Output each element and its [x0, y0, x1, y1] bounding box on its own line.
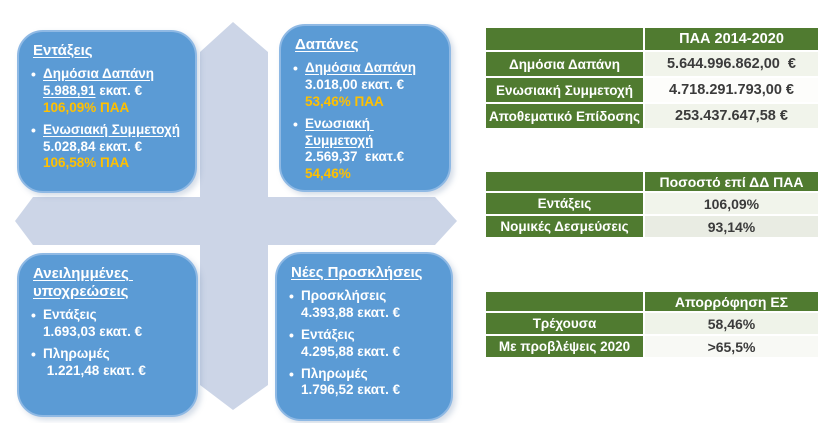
table-header-empty-cell: [486, 172, 645, 191]
row-label-cell: Τρέχουσα: [486, 313, 645, 334]
table-header-empty-cell: [486, 28, 645, 50]
table-row: Εντάξεις 106,09%: [486, 193, 818, 216]
bullet-icon: •: [289, 365, 294, 382]
bullet-icon: •: [31, 121, 36, 138]
box-title: Δαπάνες: [295, 36, 359, 53]
item-label: Ενωσιακή Συμμετοχή: [43, 121, 181, 137]
list-item: • Δημόσια Δαπάνη 5.988,91 εκατ. € 106,09…: [31, 66, 187, 117]
row-value-cell: 58,46%: [645, 313, 818, 334]
list-item: • Πληρωμές 1.796,52 εκατ. €: [289, 366, 443, 400]
box-dapanes: Δαπάνες • Δημόσια Δαπάνη 3.018,00 εκατ. …: [279, 24, 451, 192]
item-value: 1.221,48 εκατ. €: [43, 362, 146, 378]
row-label-cell: Με προβλέψεις 2020: [486, 336, 645, 357]
box-title: Νέες Προσκλήσεις: [291, 264, 423, 281]
row-label-cell: Ενωσιακή Συμμετοχή: [486, 78, 645, 102]
box-title: Ανειλημμένες υποχρεώσεις: [33, 265, 133, 300]
item-label: Ενωσιακή Συμμετοχή: [305, 115, 374, 148]
list-item: • Ενωσιακή Συμμετοχή 2.569,37 εκατ.€ 54,…: [293, 116, 441, 184]
item-value: 1.693,03 εκατ. €: [43, 323, 143, 339]
item-label: Δημόσια Δαπάνη: [305, 60, 417, 75]
box-entaxeis: Εντάξεις • Δημόσια Δαπάνη 5.988,91 εκατ.…: [17, 30, 197, 193]
row-label-cell: Δημόσια Δαπάνη: [486, 52, 645, 76]
row-label-cell: Εντάξεις: [486, 193, 645, 214]
row-label-cell: Νομικές Δεσμεύσεις: [486, 216, 645, 237]
item-value: 5.028,84 εκατ. €: [43, 138, 143, 154]
table-header-cell: Απορρόφηση ΕΣ: [645, 292, 818, 311]
list-item: • Δημόσια Δαπάνη 3.018,00 εκατ. € 53,46%…: [293, 60, 441, 111]
item-value: 1.796,52 εκατ. €: [301, 382, 401, 398]
box-nees-proskliseis: Νέες Προσκλήσεις • Προσκλήσεις 4.393,88 …: [275, 252, 453, 421]
bullet-icon: •: [31, 307, 36, 323]
table-header-cell: ΠΑΑ 2014-2020: [645, 28, 818, 50]
row-value-cell: 93,14%: [645, 216, 818, 237]
table-pososto-epi-dd-paa: Ποσοστό επί ΔΔ ΠΑΑ Εντάξεις 106,09% Νομι…: [486, 172, 818, 237]
row-value-cell: 4.718.291.793,00 €: [645, 78, 818, 102]
table-header-empty-cell: [486, 292, 645, 311]
list-item: • Προσκλήσεις 4.393,88 εκατ. €: [289, 288, 443, 322]
bullet-icon: •: [31, 345, 36, 362]
four-way-arrow-polygon: [15, 22, 457, 410]
item-value: 4.295,88 εκατ. €: [301, 343, 401, 359]
item-label: Προσκλήσεις: [301, 288, 387, 303]
row-value-cell: 253.437.647,58 €: [645, 104, 818, 128]
item-value: 5.988,91 εκατ. €: [43, 82, 143, 98]
item-percent: 106,58% ΠΑΑ: [43, 155, 130, 171]
bullet-icon: •: [289, 326, 294, 343]
item-value: 3.018,00 εκατ. €: [305, 76, 405, 92]
item-percent: 54,46%: [305, 166, 351, 182]
bullet-icon: •: [31, 66, 36, 82]
table-row: Ενωσιακή Συμμετοχή 4.718.291.793,00 €: [486, 78, 818, 104]
item-percent: 53,46% ΠΑΑ: [305, 93, 384, 109]
row-value-cell: 5.644.996.862,00 €: [645, 52, 818, 76]
table-header-cell: Ποσοστό επί ΔΔ ΠΑΑ: [645, 172, 818, 191]
box-title: Εντάξεις: [33, 42, 93, 59]
item-label: Δημόσια Δαπάνη: [43, 66, 155, 81]
table-row: Τρέχουσα 58,46%: [486, 313, 818, 336]
item-value: 2.569,37 εκατ.€: [305, 149, 405, 165]
list-item: • Πληρωμές 1.221,48 εκατ. €: [31, 346, 188, 380]
box-aneilimmenes-ypochreoseis: Ανειλημμένες υποχρεώσεις • Εντάξεις 1.69…: [17, 253, 198, 417]
bullet-icon: •: [293, 115, 298, 132]
item-label: Πληρωμές: [301, 365, 368, 381]
row-value-cell: 106,09%: [645, 193, 818, 214]
item-percent: 106,09% ΠΑΑ: [43, 99, 130, 115]
table-header-row: ΠΑΑ 2014-2020: [486, 28, 818, 52]
list-item: • Ενωσιακή Συμμετοχή 5.028,84 εκατ. € 10…: [31, 122, 187, 173]
bullet-icon: •: [293, 60, 298, 76]
list-item: • Εντάξεις 1.693,03 εκατ. €: [31, 307, 188, 341]
table-row: Αποθεματικό Επίδοσης 253.437.647,58 €: [486, 104, 818, 128]
row-label-cell: Αποθεματικό Επίδοσης: [486, 104, 645, 128]
table-row: Νομικές Δεσμεύσεις 93,14%: [486, 216, 818, 237]
item-label: Εντάξεις: [43, 307, 97, 322]
table-header-row: Απορρόφηση ΕΣ: [486, 292, 818, 313]
item-label: Πληρωμές: [43, 345, 110, 361]
item-value: 4.393,88 εκατ. €: [301, 304, 401, 320]
table-paa-2014-2020: ΠΑΑ 2014-2020 Δημόσια Δαπάνη 5.644.996.8…: [486, 28, 818, 128]
table-row: Με προβλέψεις 2020 >65,5%: [486, 336, 818, 357]
row-value-cell: >65,5%: [645, 336, 818, 357]
table-row: Δημόσια Δαπάνη 5.644.996.862,00 €: [486, 52, 818, 78]
item-label: Εντάξεις: [301, 326, 355, 342]
list-item: • Εντάξεις 4.295,88 εκατ. €: [289, 327, 443, 361]
bullet-icon: •: [289, 288, 294, 304]
table-header-row: Ποσοστό επί ΔΔ ΠΑΑ: [486, 172, 818, 193]
table-aporrofisi-es: Απορρόφηση ΕΣ Τρέχουσα 58,46% Με προβλέψ…: [486, 292, 818, 357]
